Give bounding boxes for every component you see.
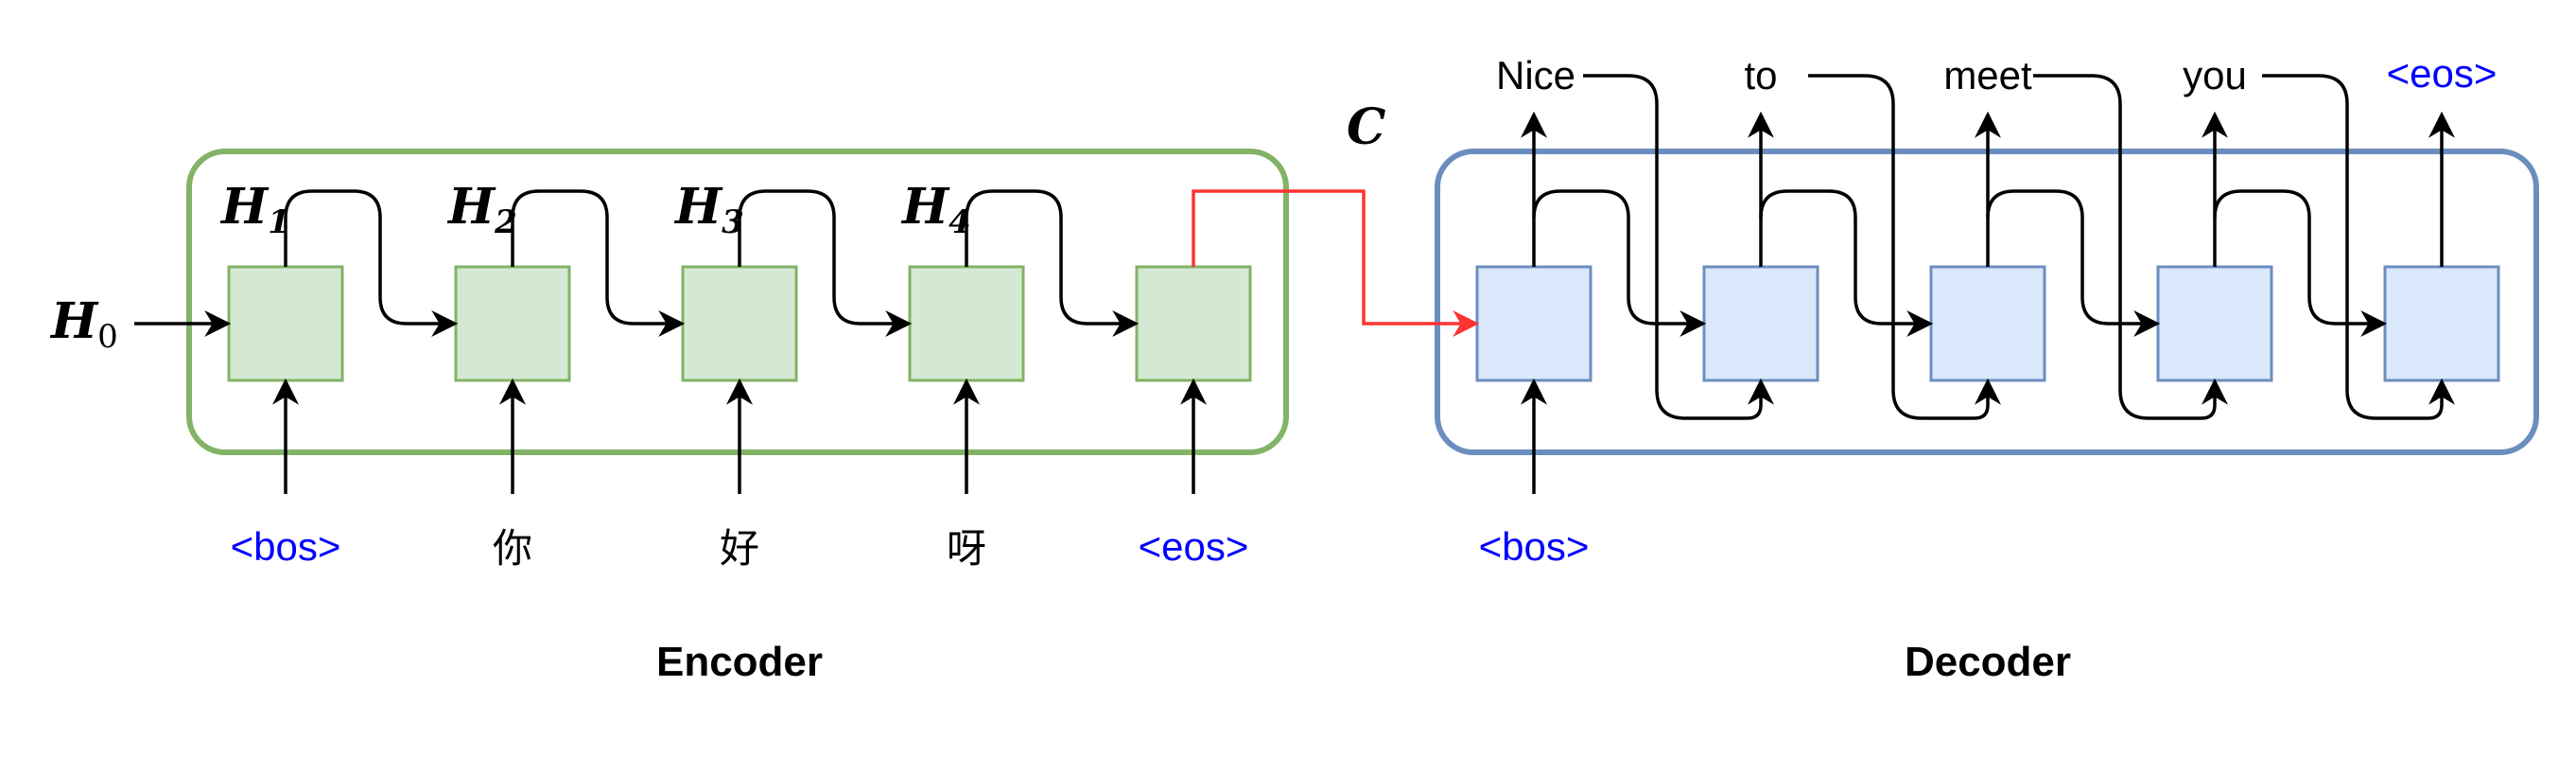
decoder-cell-1	[1475, 265, 1593, 382]
arrow-feedback-1	[1583, 74, 1774, 420]
decoder-cell-2	[1702, 265, 1819, 382]
state-label-h2: H2	[446, 178, 517, 241]
encoder-container	[186, 149, 1289, 455]
decoder-output-token: <eos>	[2387, 51, 2498, 96]
decoder-cells	[1475, 265, 2500, 382]
decoder-output-token: Nice	[1496, 53, 1575, 97]
arrow-feedback-3	[2033, 74, 2228, 420]
encoder-cell-5	[1135, 265, 1252, 382]
arrow-dstate-1-2	[1532, 189, 1707, 337]
encoder-input-token: 你	[493, 526, 532, 571]
state-label-h0: H0	[49, 292, 118, 356]
arrow-dstate-4-5	[2213, 189, 2388, 337]
state-label-h3: H3	[673, 178, 744, 241]
encoder-cell-3	[681, 265, 798, 382]
encoder-input-token: <bos>	[231, 524, 341, 569]
arrow-state-3-4	[738, 189, 913, 337]
encoder-input-token: 好	[720, 526, 759, 571]
decoder-cell-5	[2383, 265, 2500, 382]
encoder-input-token: 呀	[947, 526, 986, 571]
encoder-input-token: <eos>	[1139, 524, 1249, 569]
encoder-input-tokens: <bos> 你 好 呀 <eos>	[231, 524, 1249, 571]
encoder-cell-1	[227, 265, 344, 382]
arrow-state-2-3	[511, 189, 686, 337]
context-arrow	[1192, 189, 1480, 337]
decoder-output-tokens: Nice to meet you <eos>	[1496, 51, 2497, 97]
decoder-output-token: meet	[1943, 53, 2032, 97]
decoder-arrows	[1521, 74, 2455, 494]
arrow-dstate-3-4	[1986, 189, 2161, 337]
context-label: C	[1347, 98, 1385, 156]
arrow-feedback-2	[1808, 74, 2001, 420]
encoder-arrows	[134, 189, 1207, 494]
encoder-cells	[227, 265, 1252, 382]
decoder-label: Decoder	[1905, 639, 2071, 685]
decoder-cell-3	[1929, 265, 2046, 382]
arrow-feedback-4	[2262, 74, 2455, 420]
state-label-h1: H1	[219, 178, 290, 241]
encoder-label: Encoder	[656, 639, 823, 685]
decoder-cell-4	[2156, 265, 2273, 382]
encoder-cell-4	[908, 265, 1025, 382]
decoder-output-token: you	[2183, 53, 2247, 97]
state-label-h4: H4	[900, 178, 971, 241]
arrow-dstate-2-3	[1759, 189, 1934, 337]
decoder-input-token: <bos>	[1479, 524, 1590, 569]
decoder-output-token: to	[1744, 53, 1777, 97]
arrow-state-1-2	[284, 189, 459, 337]
encoder-cell-2	[454, 265, 571, 382]
arrow-state-4-5	[965, 189, 1140, 337]
state-labels: H0 H1 H2 H3 H4 C	[49, 98, 1385, 356]
